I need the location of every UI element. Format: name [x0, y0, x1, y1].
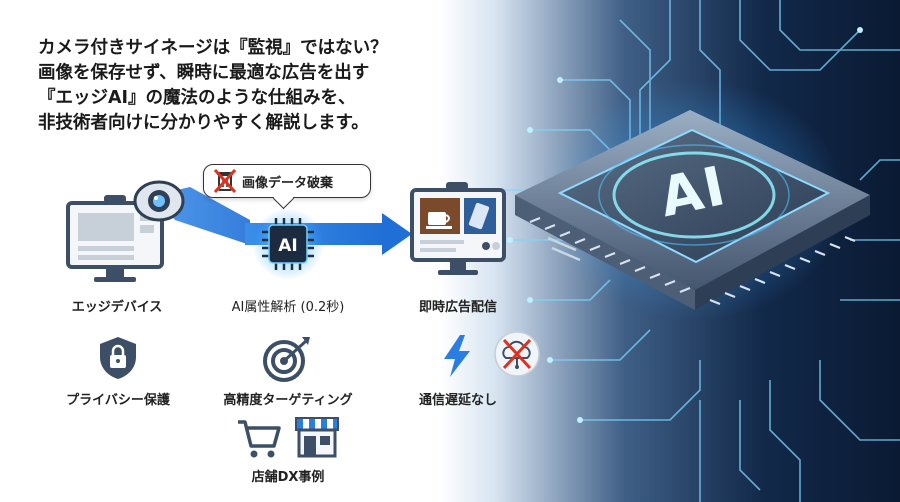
storefront-icon — [295, 417, 339, 458]
ai-chip-hero-illustration: AI — [497, 0, 900, 502]
headline-line-2: 画像を保存せず、瞬時に最適な広告を出す — [38, 63, 370, 83]
edge-device-monitor-icon — [66, 195, 164, 282]
bubble-text: 画像データ破棄 — [242, 175, 334, 191]
shopping-cart-icon — [238, 420, 281, 458]
targeting-label: 高精度ターゲティング — [223, 393, 353, 408]
headline-line-1: カメラ付きサイネージは『監視』ではない？ — [38, 38, 388, 58]
ai-analysis-label: AI属性解析 (0.2秒) — [231, 300, 345, 315]
ai-chip-icon: AI — [252, 208, 324, 280]
ad-display-monitor-icon — [410, 182, 506, 275]
camera-icon — [133, 180, 185, 222]
hero-chip-label: AI — [654, 154, 732, 229]
store-dx-label: 店舗DX事例 — [251, 470, 325, 485]
no-latency-label: 通信遅延なし — [418, 393, 497, 408]
privacy-label: プライバシー保護 — [66, 393, 170, 408]
lightning-icon — [444, 335, 470, 377]
headline: カメラ付きサイネージは『監視』ではない？ 画像を保存せず、瞬時に最適な広告を出す… — [38, 36, 468, 136]
no-cloud-icon — [494, 331, 540, 377]
ai-chip-label: AI — [278, 236, 297, 256]
target-icon — [263, 337, 310, 382]
headline-line-3: 『エッジAI』の魔法のような仕組みを、 — [38, 88, 356, 108]
trash-icon — [214, 169, 236, 193]
instant-ad-label: 即時広告配信 — [418, 300, 497, 315]
edge-device-label: エッジデバイス — [71, 300, 163, 315]
headline-line-4: 非技術者向けに分かりやすく解説します。 — [38, 113, 369, 133]
circuit-traces — [500, 0, 900, 502]
image-discard-bubble: 画像データ破棄 — [203, 164, 371, 198]
shield-lock-icon — [100, 337, 136, 379]
